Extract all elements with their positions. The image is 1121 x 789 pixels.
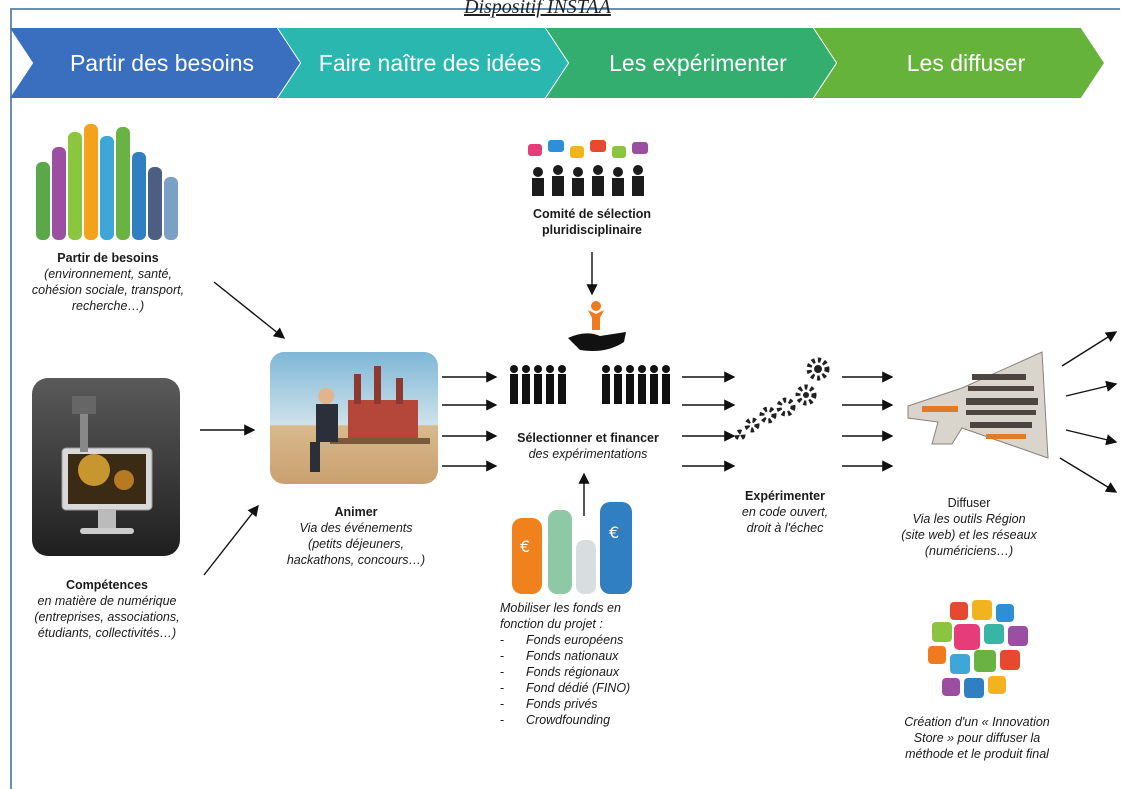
funds-item: -Fond dédié (FINO) [500,681,631,695]
funds-item-label: Crowdfounding [526,713,611,727]
stage-4-label: Les diffuser [906,49,1026,76]
animate-line-2: (petits déjeuners, [308,537,404,551]
funds-item: -Crowdfounding [500,713,611,727]
diffuse-line-2: (site web) et les réseaux [901,528,1037,542]
gears-icon [734,355,834,445]
animate-line-3: hackathons, concours…) [286,553,426,567]
animate-block: Animer Via des événements (petits déjeun… [258,504,454,568]
select-subtitle: des expérimentations [528,447,648,461]
needs-line-1: (environnement, santé, [44,267,172,281]
funds-intro-1: Mobiliser les fonds en [500,601,621,615]
animate-line-1: Via des événements [299,521,413,535]
needs-block: Partir de besoins (environnement, santé,… [18,250,198,314]
select-title: Sélectionner et financer [517,431,659,445]
committee-speech-bubbles-icon [524,140,660,200]
arrow-diffuse-out-2 [1065,380,1118,397]
diffuse-line-3: (numériciens…) [924,544,1014,558]
funds-item-label: Fonds régionaux [526,665,620,679]
computer-machine-icon [32,378,180,556]
store-block: Création d'un « Innovation Store » pour … [884,714,1070,762]
committee-block: Comité de sélection pluridisciplinaire [500,206,684,238]
needs-line-3: recherche…) [71,299,145,313]
money-hands-icon: € € [508,502,638,594]
diffuse-block: Diffuser Via les outils Région (site web… [880,495,1058,559]
arrow-diffuse-out-1 [1061,331,1118,367]
committee-line-1: Comité de sélection [532,207,652,221]
funds-item: -Fonds régionaux [500,665,620,679]
stage-1: Partir des besoins [10,28,300,98]
needs-line-2: cohésion sociale, transport, [31,283,185,297]
experiment-line-1: en code ouvert, [741,505,829,519]
skills-title: Compétences [66,578,148,592]
stage-3-label: Les expérimenter [609,49,787,76]
svg-text:€: € [609,523,619,542]
store-line-1: Création d'un « Innovation [904,715,1050,729]
funds-item-label: Fonds européens [526,633,624,647]
store-line-3: méthode et le produit final [905,747,1049,761]
arrow-skills-up-to-animate [203,504,259,576]
stage-3: Les expérimenter [546,28,836,98]
arrow-diffuse-out-3 [1065,429,1118,446]
skills-line-2: (entreprises, associations, [34,610,180,624]
skills-block: Compétences en matière de numérique (ent… [14,577,200,641]
stage-2: Faire naître des idées [278,28,568,98]
arrow-needs-to-animate [213,281,286,339]
stage-2-label: Faire naître des idées [318,49,542,76]
diagram-frame: Dispositif INSTAA [10,0,1120,789]
funds-block: Mobiliser les fonds en fonction du proje… [500,600,680,728]
animate-title: Animer [334,505,378,519]
hand-lifting-person-icon [566,298,630,360]
diffuse-title: Diffuser [947,496,991,510]
experiment-title: Expérimenter [745,489,825,503]
funds-item-label: Fond dédié (FINO) [526,681,631,695]
megaphone-word-cloud-icon [902,348,1052,466]
funds-item: -Fonds privés [500,697,598,711]
needs-title: Partir de besoins [57,251,159,265]
select-block: Sélectionner et financer des expérimenta… [490,430,686,462]
funds-item: -Fonds européens [500,633,624,647]
arrow-diffuse-out-4 [1059,457,1118,493]
app-icons-cloud-icon [924,598,1036,700]
stage-1-label: Partir des besoins [69,49,255,76]
people-row-icon [506,364,676,406]
funds-intro-2: fonction du projet : [500,617,603,631]
factory-worker-icon [270,352,438,484]
skills-line-3: étudiants, collectivités…) [37,626,177,640]
diffuse-line-1: Via les outils Région [912,512,1026,526]
stage-4: Les diffuser [814,28,1104,98]
funds-item: -Fonds nationaux [500,649,619,663]
experiment-line-2: droit à l'échec [746,521,824,535]
experiment-block: Expérimenter en code ouvert, droit à l'é… [720,488,850,536]
store-line-2: Store » pour diffuser la [913,731,1041,745]
svg-text:€: € [520,537,530,556]
funds-item-label: Fonds privés [526,697,598,711]
skills-line-1: en matière de numérique [37,594,177,608]
committee-line-2: pluridisciplinaire [541,223,643,237]
header-title: Dispositif INSTAA [464,0,611,18]
funds-item-label: Fonds nationaux [526,649,619,663]
raised-hands-icon [30,122,190,240]
